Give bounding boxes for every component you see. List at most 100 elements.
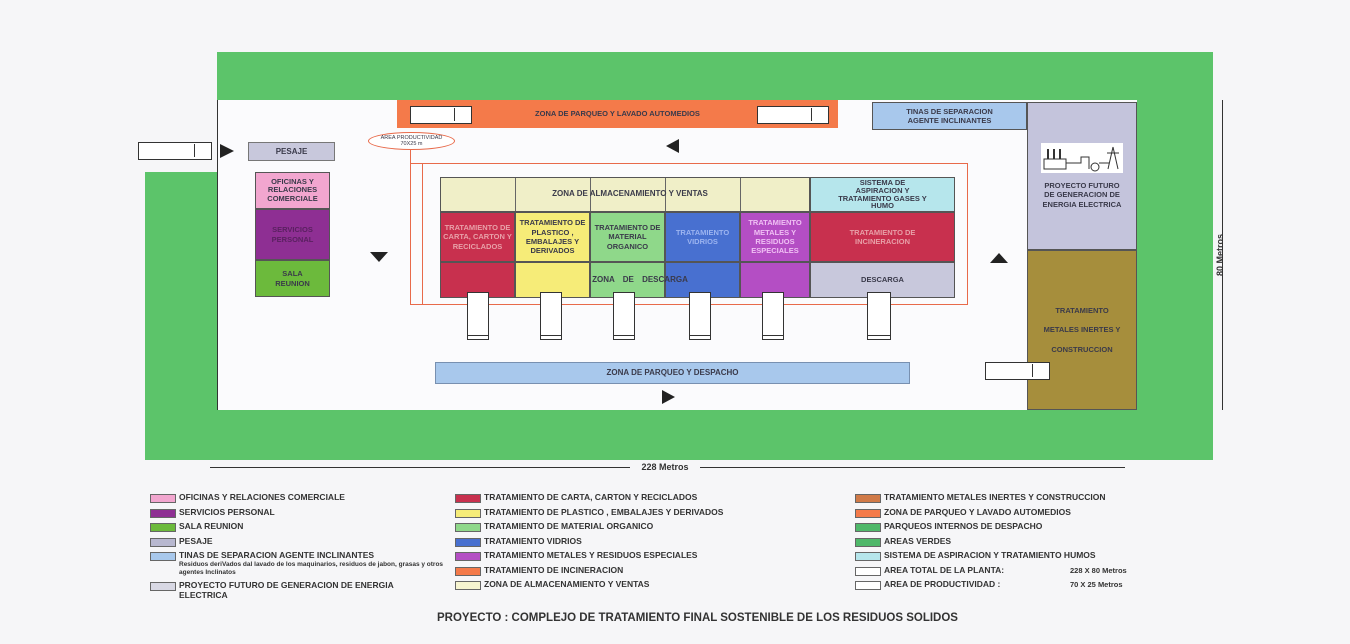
legend-swatch (455, 566, 481, 576)
legend-item: TRATAMIENTO METALES INERTES Y CONSTRUCCI… (855, 492, 1105, 503)
oficinas-zone: OFICINAS Y RELACIONES COMERCIALE (255, 172, 330, 209)
legend-item: SERVICIOS PERSONAL (150, 507, 275, 518)
legend-swatch (150, 537, 176, 547)
legend-swatch (455, 508, 481, 518)
connector-line (410, 150, 411, 163)
despacho-zone: ZONA DE PARQUEO Y DESPACHO (435, 362, 910, 384)
legend-swatch (150, 508, 176, 518)
legend-label: AREA DE PRODUCTIVIDAD : (884, 579, 1001, 589)
organico-zone: TRATAMIENTO DE MATERIAL ORGANICO (590, 212, 665, 262)
aspiracion-label: SISTEMA DE ASPIRACION Y TRATAMIENTO GASE… (838, 177, 927, 211)
legend-label: AREA TOTAL DE LA PLANTA: (884, 564, 1005, 575)
legend-text: PESAJE (179, 536, 213, 546)
legend-swatch (455, 552, 481, 561)
legend-item: PESAJE (150, 536, 213, 547)
zona-descarga-zone: ZONA DE DESCARGA (540, 272, 740, 288)
storage-label: ZONA DE ALMACENAMIENTO Y VENTAS (552, 189, 708, 198)
legend-item: SALA REUNION (150, 521, 243, 532)
truck-icon (757, 106, 829, 124)
legend-text: SERVICIOS PERSONAL (179, 507, 275, 517)
truck-icon (689, 292, 711, 340)
legend-text: TRATAMIENTO DE INCINERACION (484, 565, 623, 575)
legend-text: TRATAMIENTO METALES Y RESIDUOS ESPECIALE… (484, 550, 697, 560)
descarga-label: DESCARGA (861, 275, 904, 285)
despacho-label: ZONA DE PARQUEO Y DESPACHO (606, 368, 739, 377)
legend-item: AREA TOTAL DE LA PLANTA:228 X 80 Metros (855, 564, 1127, 576)
area-productividad-label: AREA PRODUCTIVIDAD (380, 134, 443, 141)
sala-label: SALA REUNION (275, 269, 310, 288)
metales-esp-label: TRATAMIENTO METALES Y RESIDUOS ESPECIALE… (748, 218, 802, 256)
legend-text: AREAS VERDES (884, 536, 951, 546)
legend-text: OFICINAS Y RELACIONES COMERCIALE (179, 492, 345, 502)
legend-label: SERVICIOS PERSONAL (179, 506, 275, 517)
legend-label: ZONA DE PARQUEO Y LAVADO AUTOMEDIOS (884, 506, 1071, 517)
legend-item: PARQUEOS INTERNOS DE DESPACHO (855, 521, 1042, 532)
legend-text: PARQUEOS INTERNOS DE DESPACHO (884, 521, 1042, 531)
arrow-right-icon (220, 144, 234, 158)
incineracion-label: TRATAMIENTO DE INCINERACION (849, 227, 916, 246)
legend-text: ZONA DE PARQUEO Y LAVADO AUTOMEDIOS (884, 507, 1071, 517)
green-area-bottom (145, 410, 1213, 460)
legend-label: SISTEMA DE ASPIRACION Y TRATAMIENTO HUMO… (884, 550, 1096, 560)
tinas-zone: TINAS DE SEPARACION AGENTE INCLINANTES (872, 102, 1027, 130)
legend-swatch (150, 552, 176, 561)
legend-swatch (855, 494, 881, 503)
legend-swatch (855, 523, 881, 532)
legend-text: TRATAMIENTO VIDRIOS (484, 536, 582, 546)
metales-inertes-label: TRATAMIENTO METALES INERTES Y CONSTRUCCI… (1043, 305, 1121, 354)
legend-text: AREA DE PRODUCTIVIDAD : 70 X 25 Metros (884, 579, 1123, 589)
legend-swatch (455, 494, 481, 503)
zona-descarga-label: ZONA DE DESCARGA (592, 275, 688, 284)
legend-item: TRATAMIENTO DE PLASTICO , EMBALAJES Y DE… (455, 507, 723, 518)
legend-label: TRATAMIENTO DE CARTA, CARTON Y RECICLADO… (484, 492, 698, 502)
height-dimension-line (1222, 100, 1223, 410)
future-power-zone: PROYECTO FUTURO DE GENERACION DE ENERGIA… (1027, 102, 1137, 250)
legend-item: AREAS VERDES (855, 536, 951, 547)
truck-icon (985, 362, 1050, 380)
legend-value: 70 X 25 Metros (1070, 580, 1123, 589)
legend-label: TRATAMIENTO DE MATERIAL ORGANICO (484, 521, 654, 531)
legend-swatch (150, 523, 176, 532)
legend-item: PROYECTO FUTURO DE GENERACION DE ENERGIA… (150, 580, 409, 600)
truck-icon (410, 106, 472, 124)
legend-swatch (855, 552, 881, 561)
height-dimension-label: 80 Metros (1215, 233, 1225, 277)
legend-text: SALA REUNION (179, 521, 243, 531)
legend-text: PROYECTO FUTURO DE GENERACION DE ENERGIA… (179, 580, 409, 600)
legend-label: PROYECTO FUTURO DE GENERACION DE ENERGIA… (179, 580, 394, 601)
green-area-top (217, 52, 1213, 100)
legend-label: TRATAMIENTO VIDRIOS (484, 535, 582, 546)
pesaje-zone: PESAJE (248, 142, 335, 161)
truck-icon (613, 292, 635, 340)
truck-icon (138, 142, 212, 160)
plastico-zone: TRATAMIENTO DE PLASTICO , EMBALAJES Y DE… (515, 212, 590, 262)
legend-swatch (855, 508, 881, 518)
legend-label: AREAS VERDES (884, 535, 952, 546)
aspiracion-zone: SISTEMA DE ASPIRACION Y TRATAMIENTO GASE… (810, 177, 955, 212)
legend-swatch (150, 494, 176, 503)
legend-swatch (455, 581, 481, 590)
arrow-left-icon (666, 139, 679, 153)
legend-item: TRATAMIENTO VIDRIOS (455, 536, 582, 547)
legend-text: TRATAMIENTO DE PLASTICO , EMBALAJES Y DE… (484, 507, 723, 517)
legend-swatch (150, 582, 176, 591)
legend-item: AREA DE PRODUCTIVIDAD : 70 X 25 Metros (855, 579, 1123, 590)
green-area-right (1137, 52, 1213, 460)
legend-label: TRATAMIENTO METALES Y RESIDUOS ESPECIALE… (484, 550, 698, 560)
pesaje-label: PESAJE (275, 146, 308, 156)
legend-item: TRATAMIENTO METALES Y RESIDUOS ESPECIALE… (455, 550, 697, 561)
legend-label: TRATAMIENTO METALES INERTES Y CONSTRUCCI… (884, 492, 1106, 502)
truck-icon (540, 292, 562, 340)
vidrios-zone: TRATAMIENTO VIDRIOS (665, 212, 740, 262)
parking-wash-label: ZONA DE PARQUEO Y LAVADO AUTOMEDIOS (535, 109, 700, 119)
productivity-outline-inner (422, 163, 423, 305)
legend-swatch (455, 537, 481, 547)
carta-zone: TRATAMIENTO DE CARTA, CARTON Y RECICLADO… (440, 212, 515, 262)
legend-label: TINAS DE SEPARACION AGENTE INCLINANTES (179, 550, 375, 560)
tinas-label: TINAS DE SEPARACION AGENTE INCLINANTES (906, 106, 993, 125)
metales-esp-zone: TRATAMIENTO METALES Y RESIDUOS ESPECIALE… (740, 212, 810, 262)
legend-label: TRATAMIENTO DE INCINERACION (484, 564, 624, 575)
legend-text: AREA TOTAL DE LA PLANTA:228 X 80 Metros (884, 564, 1127, 575)
